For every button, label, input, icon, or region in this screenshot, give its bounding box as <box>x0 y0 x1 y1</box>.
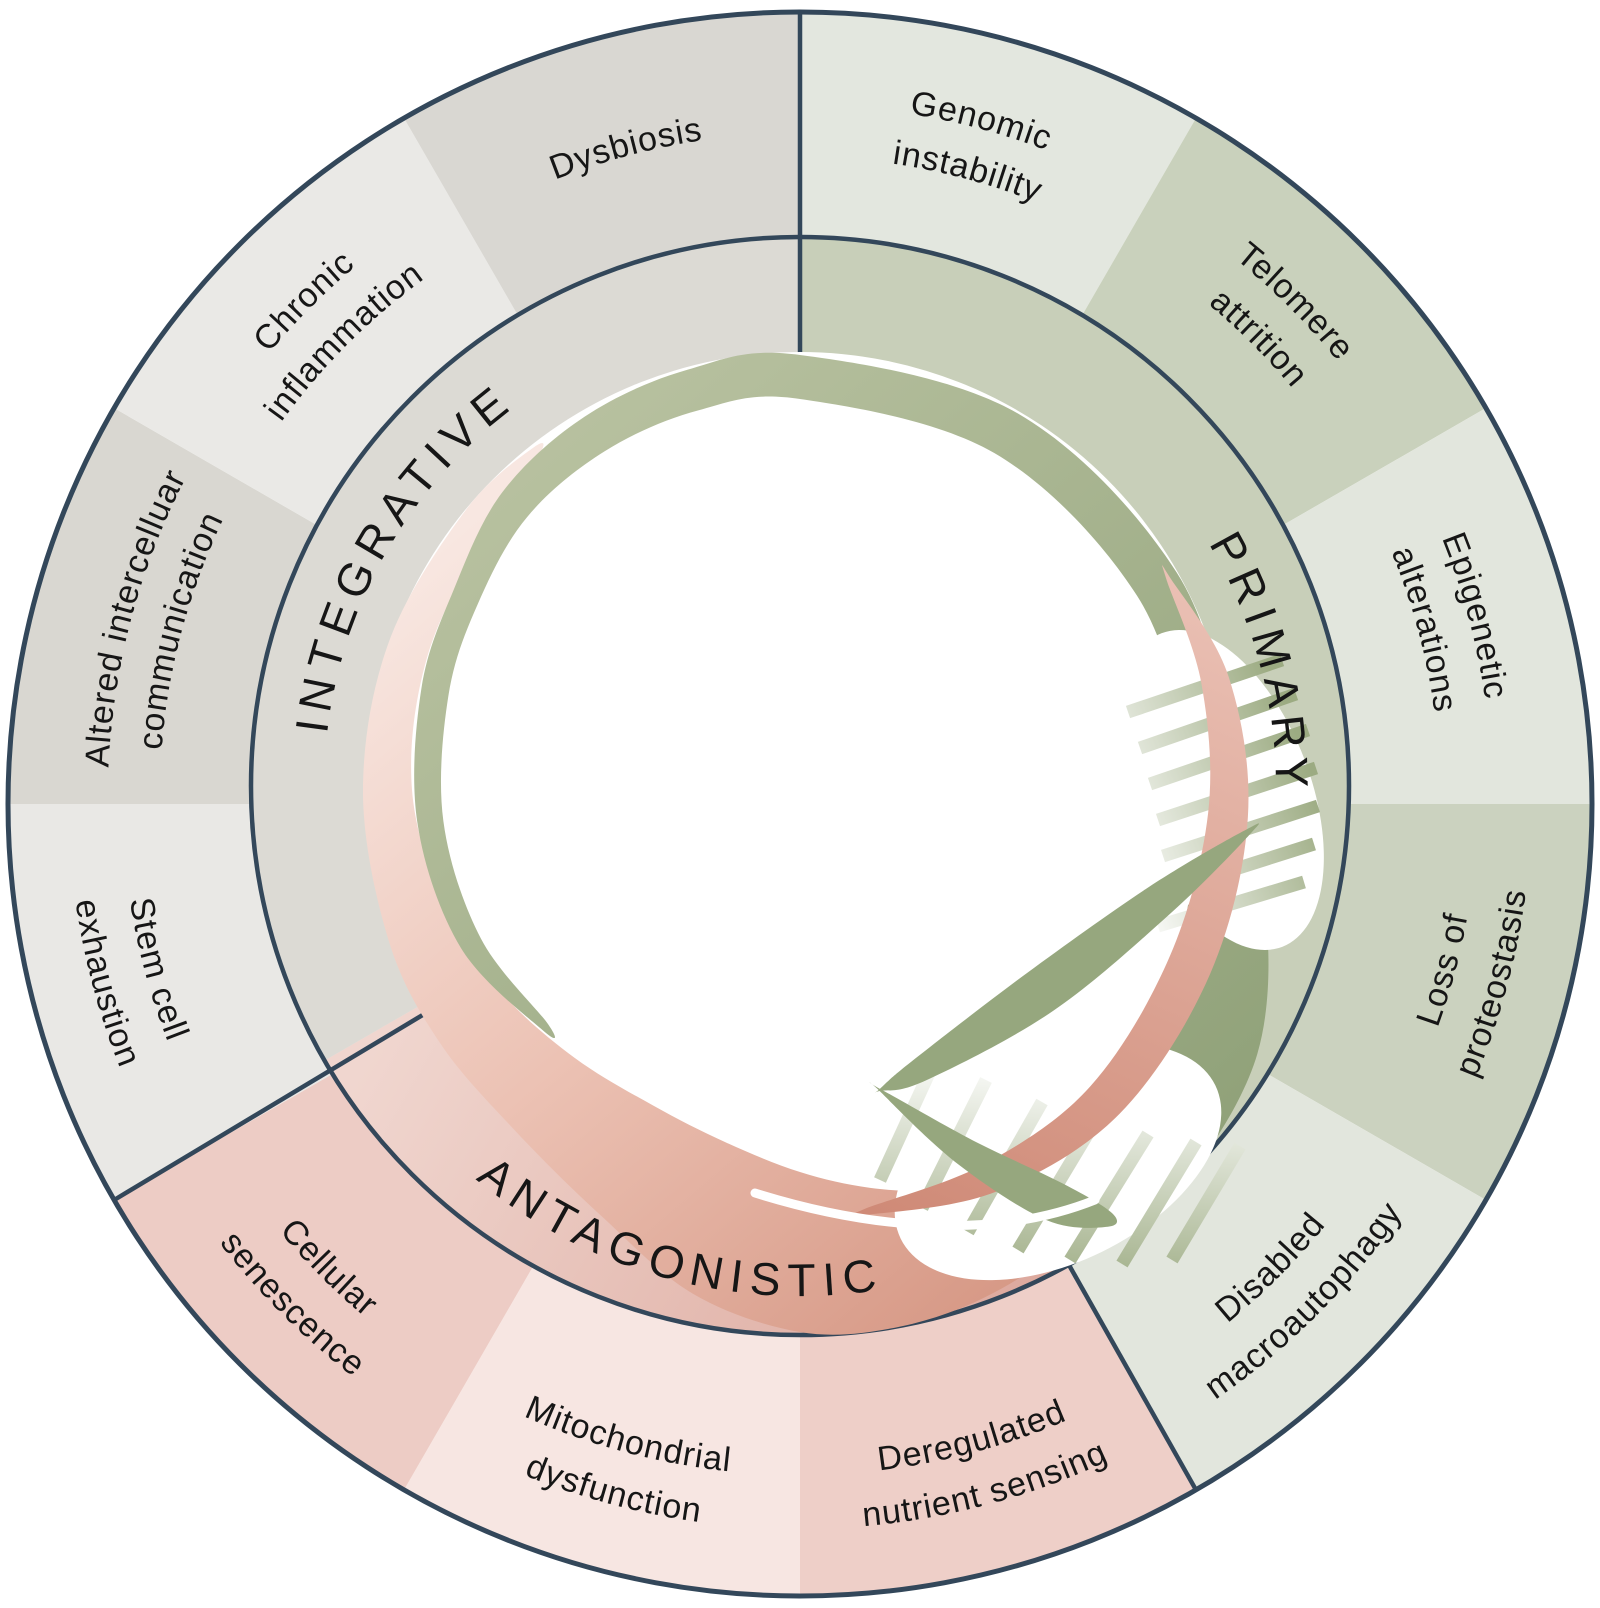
dna-strand-green-wave <box>869 1082 1118 1228</box>
dna-strand-green-wave <box>875 823 1260 1093</box>
dna-strand-pink-band <box>362 442 1046 1335</box>
dna-helix <box>362 352 1324 1335</box>
category-divider-line <box>114 1010 429 1201</box>
dna-strand-pink-helix <box>849 565 1249 1217</box>
dna-white-gap <box>750 1188 1100 1231</box>
dna-rung <box>1116 1138 1202 1268</box>
dna-rung <box>1166 1142 1246 1264</box>
dna-rung <box>1064 1130 1154 1264</box>
outer-circle-border <box>5 9 1595 1599</box>
